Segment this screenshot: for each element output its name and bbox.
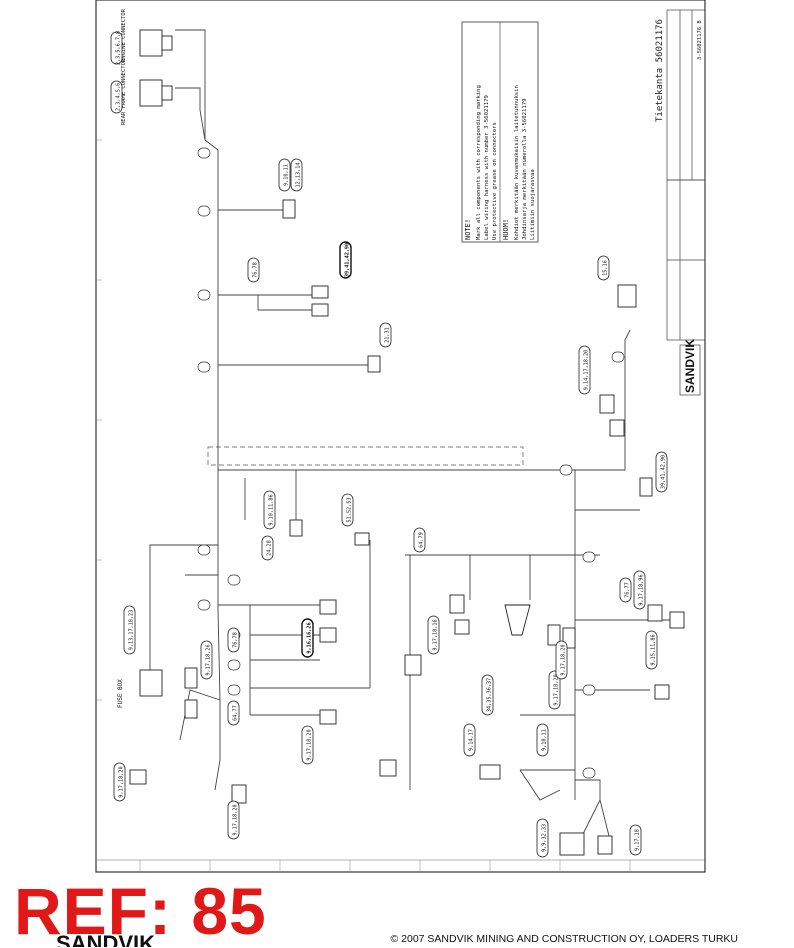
bubble-label: 9,17,18,96	[639, 574, 645, 605]
fuse-box-icon	[139, 669, 163, 697]
connector-symbols	[129, 29, 685, 856]
huom-line-2: Johdinsarja merkitään numerolla 3-560211…	[522, 99, 528, 240]
notes-line-2: Label wiring harness with number 3-56021…	[484, 95, 490, 240]
bubble-label: 9,9,32,33	[542, 824, 548, 852]
bubble-label: 21,31	[385, 327, 391, 343]
brand-label: SANDVIK	[683, 339, 697, 393]
bubble-label: 76,78	[253, 262, 259, 278]
reference-bubbles: 2,3,5,6,7,8 2,3,4,5,6 9,10,11 12,13,14 3…	[110, 31, 668, 858]
bubble-label: 9,17,18,20	[554, 674, 560, 705]
bubble-label: 24,28	[267, 540, 273, 556]
drawing-frame	[95, 0, 706, 873]
bubble-label: 64,79	[419, 532, 425, 548]
bubble-label: 34,35,36,37	[487, 678, 493, 712]
bubble-label: 9,16,16,26	[307, 622, 313, 653]
sandvik-logo: SANDVIK	[56, 932, 156, 947]
bubble-label: 15,16	[603, 260, 609, 276]
bubble-label: 51,52,53	[347, 498, 353, 523]
bubble-label: 39,41,42,90	[345, 243, 351, 277]
fuse-box-label: FUSE BOX	[117, 679, 124, 708]
notes-line-1: Mark all components with corresponding m…	[476, 85, 482, 240]
rear-frame-connector-label: REAR FRAME CONNECTOR	[121, 58, 127, 125]
huom-line-3: Liitimiin suojarasvaa	[530, 169, 536, 240]
notes-heading: NOTE!	[464, 219, 472, 240]
bubble-label: 9,14,17,18,20	[584, 350, 590, 391]
bubble-label: 39,41,42,90	[661, 455, 667, 489]
bubble-label: 64,77	[233, 705, 239, 721]
bubble-label: 9,17,18,20	[307, 729, 313, 760]
huom-line-1: Kohdiot merkitään kuvanmukaisin laitetun…	[514, 85, 520, 240]
bubble-label: 9,10,11	[542, 729, 548, 751]
title-block	[666, 9, 706, 396]
bubble-label: 9,13,17,18,23	[129, 610, 135, 651]
drawing-title: Tietekanta 56021176	[655, 19, 665, 122]
bubble-label: 9,10,11	[284, 164, 290, 186]
notes-line-3: Use protective grease on connectors	[492, 122, 498, 240]
bubble-label: 9,10,11,86	[269, 494, 275, 525]
dashed-group-outline	[207, 446, 524, 466]
bubble-label: 12,13,14	[296, 163, 302, 188]
bubble-label: 76,77	[625, 582, 631, 598]
bubble-label: 9,15,11,86	[651, 634, 657, 665]
bubble-label: 9,14,17	[469, 729, 475, 751]
grid-ticks	[96, 139, 631, 872]
bubble-label: 9,17,18,26	[206, 644, 212, 675]
bubble-label: 9,17,18,16	[433, 619, 439, 650]
rear-frame-connector-icon	[139, 79, 163, 107]
reference-number: REF: 85	[14, 874, 267, 948]
bubble-label: 76,78	[233, 632, 239, 648]
engine-connector-icon	[139, 29, 163, 57]
bubble-label: 2,3,5,6,7,8	[116, 31, 122, 65]
part-number: 3-56021176 B	[697, 20, 703, 60]
bubble-label: 9,17,18	[635, 829, 641, 851]
bubble-label: 9,17,18,20	[561, 644, 567, 675]
notes-box: NOTE! Mark all components with correspon…	[461, 21, 539, 243]
engine-connector-label: ENGINE CONNECTOR	[121, 8, 127, 62]
copyright-text: © 2007 SANDVIK MINING AND CONSTRUCTION O…	[390, 933, 738, 945]
bubble-label: 2,3,4,5,6	[116, 83, 122, 111]
huom-heading: HUOM!	[502, 219, 510, 240]
bubble-label: 9,17,18,20	[119, 766, 125, 797]
bubble-label: 9,17,18,20	[233, 804, 239, 835]
